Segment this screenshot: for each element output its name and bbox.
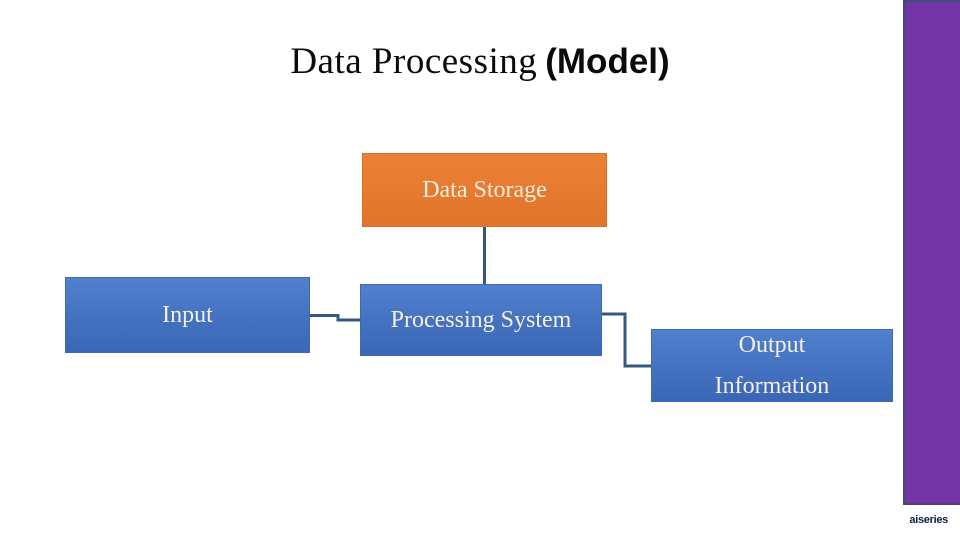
node-input: Input bbox=[65, 277, 310, 353]
node-output-label-line2: Information bbox=[714, 372, 830, 399]
node-processing-system: Processing System bbox=[360, 284, 602, 356]
node-input-label: Input bbox=[162, 301, 213, 328]
connector-processing-to-output bbox=[602, 312, 651, 368]
node-data-storage: Data Storage bbox=[362, 153, 607, 227]
node-data-storage-label: Data Storage bbox=[422, 176, 547, 203]
right-accent-bar bbox=[903, 0, 960, 505]
node-processing-system-label: Processing System bbox=[390, 306, 572, 333]
title-emphasis-text: (Model) bbox=[545, 42, 670, 81]
title-main-text: Data Processing bbox=[290, 41, 538, 82]
node-output-label-line1: Output bbox=[738, 331, 806, 358]
slide-title: Data Processing(Model) bbox=[0, 40, 960, 83]
connector-input-to-processing bbox=[310, 314, 362, 322]
watermark-logo: aiseries bbox=[909, 514, 948, 526]
node-output-information: Output Information bbox=[651, 329, 893, 402]
